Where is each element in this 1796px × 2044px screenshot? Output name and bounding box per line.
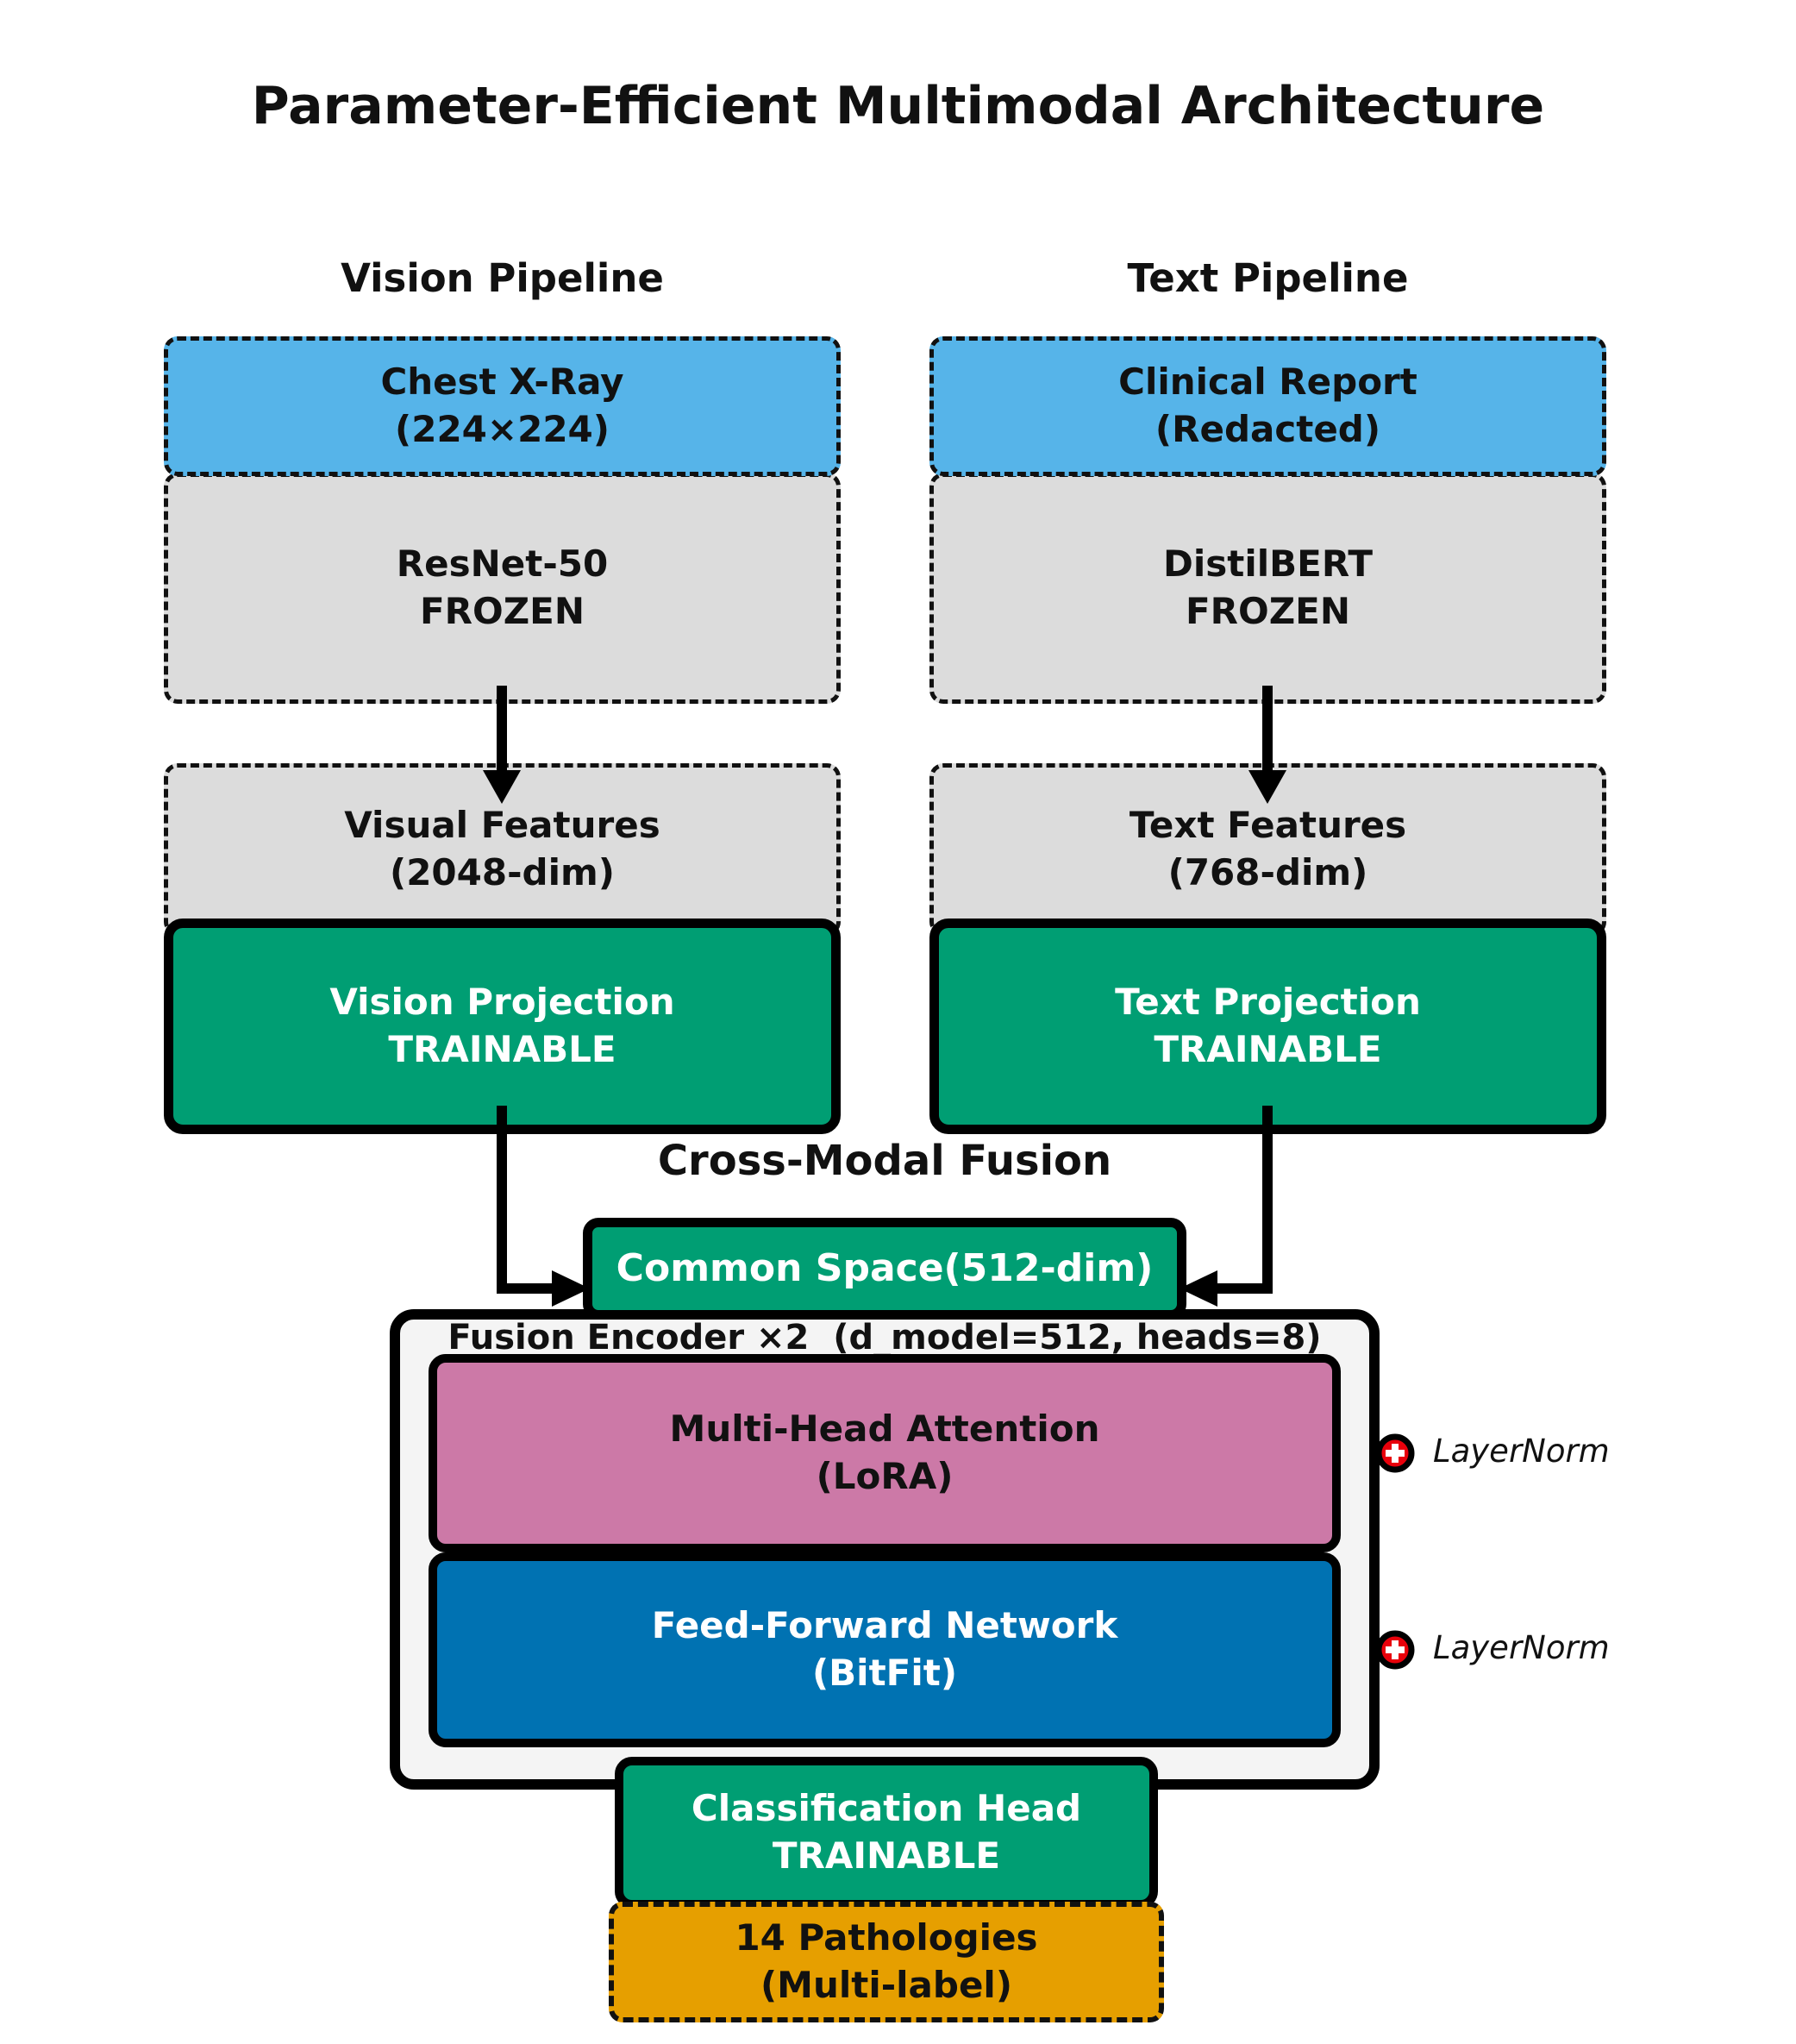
common-space-box: Common Space(512-dim) bbox=[583, 1218, 1186, 1320]
vision-input-box: Chest X-Ray (224×224) bbox=[164, 336, 841, 476]
vision-encoder-line1: ResNet-50 bbox=[396, 542, 609, 586]
vision-features-line1: Visual Features bbox=[344, 804, 660, 847]
classification-head-box: Classification Head TRAINABLE bbox=[615, 1757, 1158, 1909]
cross-modal-fusion-heading: Cross-Modal Fusion bbox=[657, 1137, 1112, 1185]
page-title: Parameter-Efficient Multimodal Architect… bbox=[251, 76, 1545, 136]
text-projection-line2: TRAINABLE bbox=[1154, 1028, 1382, 1070]
text-features-box: Text Features (768-dim) bbox=[929, 763, 1606, 936]
layernorm-add-icon bbox=[1374, 1433, 1416, 1474]
pathologies-line2: (Multi-label) bbox=[760, 1964, 1013, 2006]
mha-line1: Multi-Head Attention bbox=[669, 1408, 1100, 1451]
vision-encoder-line2: FROZEN bbox=[419, 590, 585, 632]
layernorm-label-top: LayerNorm bbox=[1433, 1433, 1610, 1470]
vision-pipeline-heading: Vision Pipeline bbox=[341, 255, 664, 301]
text-input-line1: Clinical Report bbox=[1118, 361, 1417, 404]
ffn-line2: (BitFit) bbox=[811, 1652, 958, 1694]
vision-input-line2: (224×224) bbox=[395, 408, 610, 450]
mha-line2: (LoRA) bbox=[816, 1455, 954, 1497]
vision-input-line1: Chest X-Ray bbox=[380, 361, 624, 404]
multi-head-attention-box: Multi-Head Attention (LoRA) bbox=[429, 1354, 1341, 1552]
text-encoder-line1: DistilBERT bbox=[1163, 542, 1373, 586]
text-projection-line1: Text Projection bbox=[1115, 981, 1421, 1024]
classification-line1: Classification Head bbox=[691, 1787, 1082, 1830]
feed-forward-box: Feed-Forward Network (BitFit) bbox=[429, 1552, 1341, 1747]
vision-encoder-box: ResNet-50 FROZEN bbox=[164, 473, 841, 704]
pathologies-line1: 14 Pathologies bbox=[735, 1916, 1038, 1959]
ffn-line1: Feed-Forward Network bbox=[651, 1604, 1118, 1647]
fusion-encoder-label: Fusion Encoder ×2 (d_model=512, heads=8) bbox=[447, 1318, 1322, 1357]
classification-line2: TRAINABLE bbox=[772, 1834, 1001, 1877]
text-input-box: Clinical Report (Redacted) bbox=[929, 336, 1606, 476]
common-space-label: Common Space(512-dim) bbox=[616, 1246, 1154, 1291]
layernorm-label-bottom: LayerNorm bbox=[1433, 1629, 1610, 1666]
text-encoder-line2: FROZEN bbox=[1185, 590, 1351, 632]
text-features-line2: (768-dim) bbox=[1167, 851, 1368, 893]
text-projection-box: Text Projection TRAINABLE bbox=[929, 919, 1606, 1134]
vision-features-box: Visual Features (2048-dim) bbox=[164, 763, 841, 936]
pathologies-output-box: 14 Pathologies (Multi-label) bbox=[609, 1902, 1164, 2022]
text-features-line1: Text Features bbox=[1129, 804, 1407, 847]
text-input-line2: (Redacted) bbox=[1155, 408, 1381, 450]
vision-projection-box: Vision Projection TRAINABLE bbox=[164, 919, 841, 1134]
vision-projection-line1: Vision Projection bbox=[329, 981, 675, 1024]
vision-features-line2: (2048-dim) bbox=[390, 851, 615, 893]
text-encoder-box: DistilBERT FROZEN bbox=[929, 473, 1606, 704]
vision-projection-line2: TRAINABLE bbox=[388, 1028, 616, 1070]
text-pipeline-heading: Text Pipeline bbox=[1127, 255, 1409, 301]
layernorm-add-icon bbox=[1374, 1629, 1416, 1671]
